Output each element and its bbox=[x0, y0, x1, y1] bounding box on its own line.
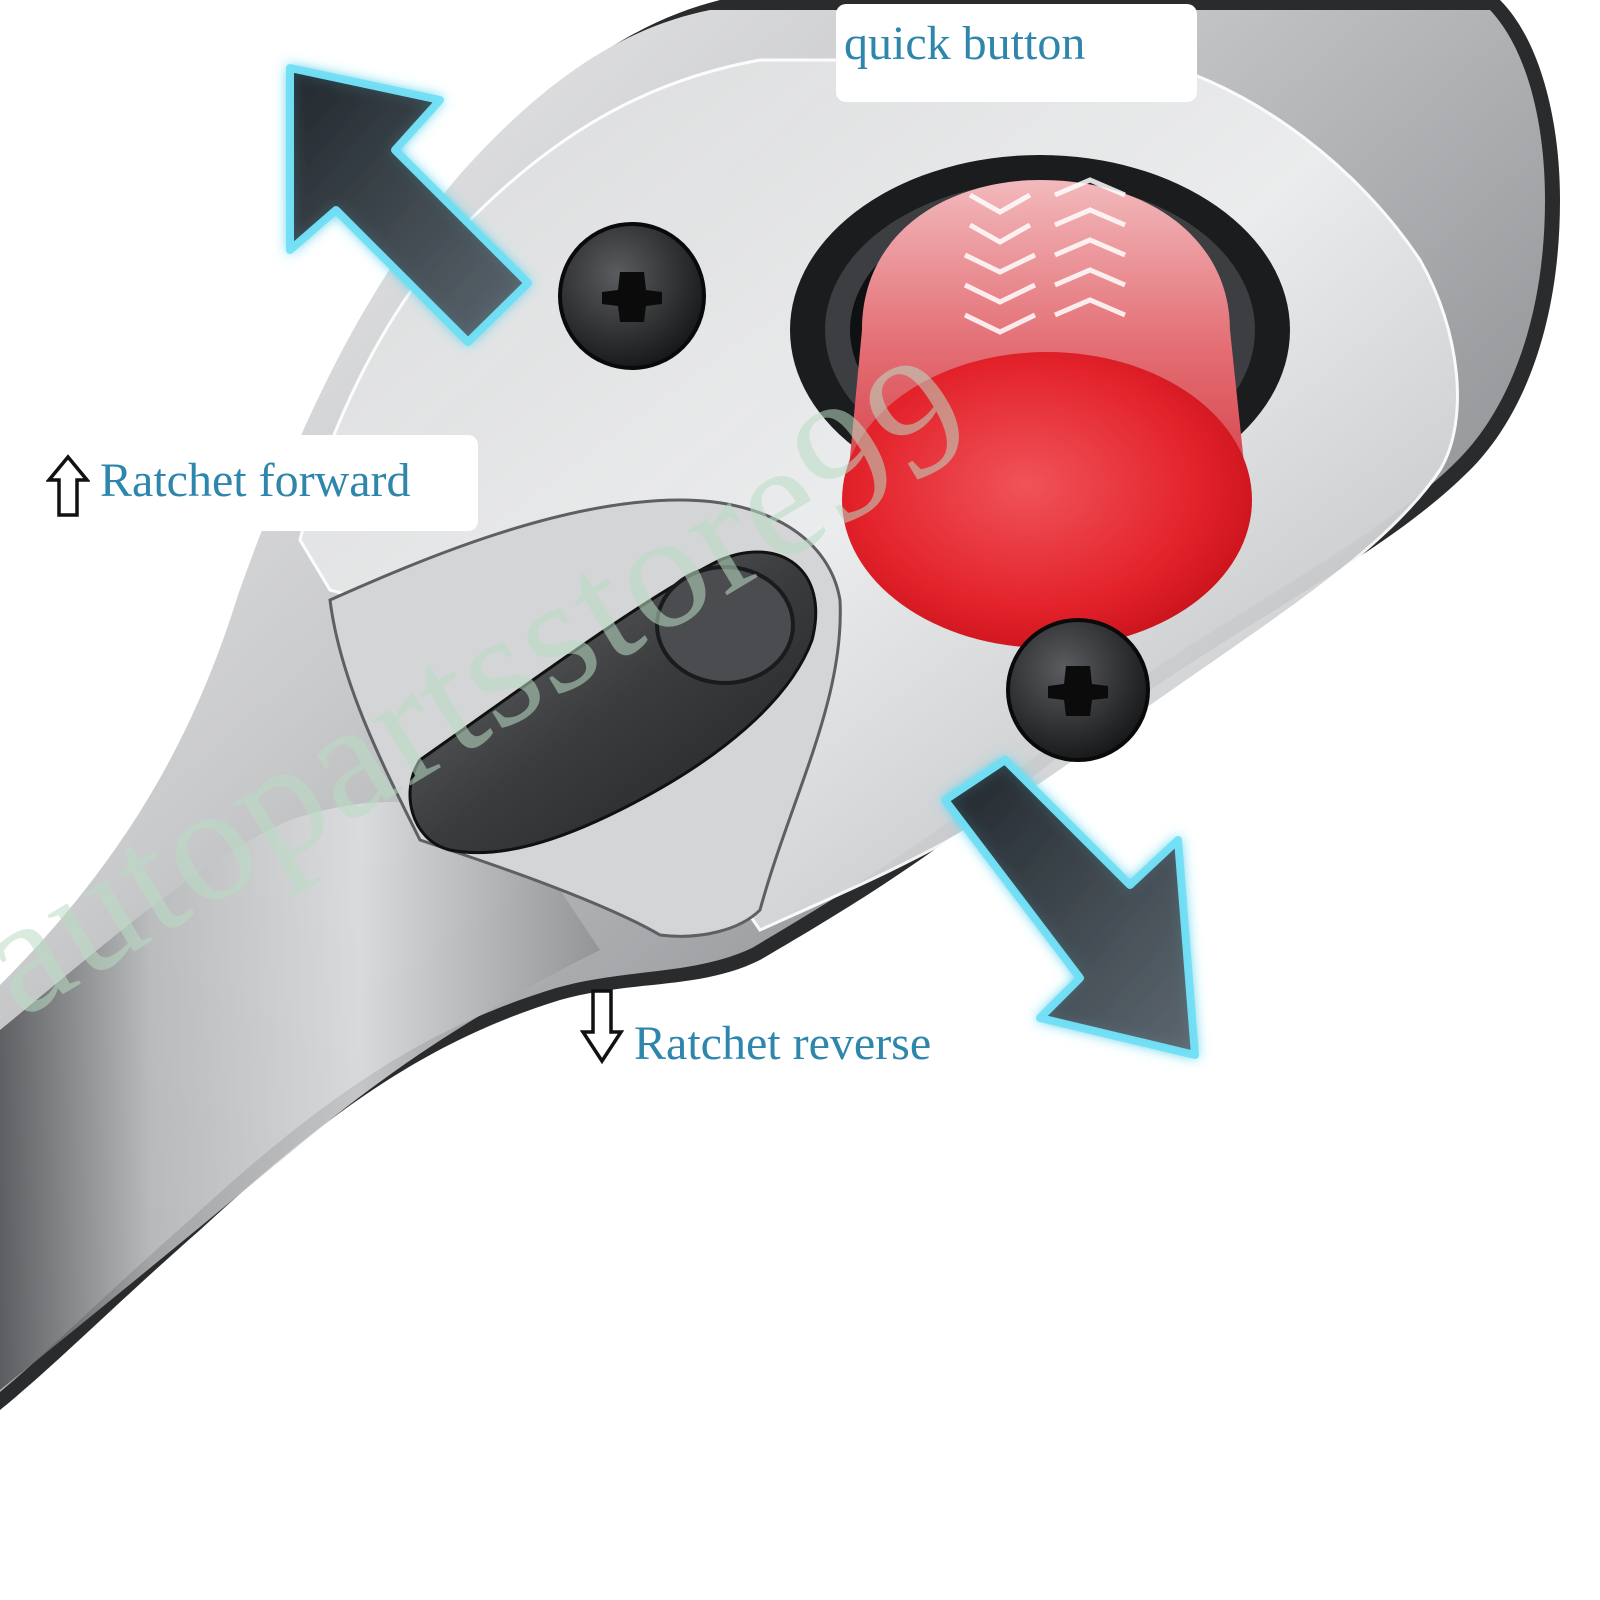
ratchet-forward-label: Ratchet forward bbox=[92, 435, 478, 531]
quick-button-label: quick button bbox=[836, 4, 1197, 102]
hollow-down-arrow-icon bbox=[580, 989, 624, 1064]
chevron-marks bbox=[963, 177, 1126, 335]
forward-rotation-arrow-icon bbox=[286, 64, 532, 346]
wrench-handle bbox=[0, 801, 600, 1390]
quick-release-button-side bbox=[845, 180, 1250, 520]
ratchet-reverse-label-text: Ratchet reverse bbox=[634, 1017, 932, 1070]
lever-pivot bbox=[655, 565, 795, 685]
hollow-up-arrow-icon bbox=[46, 454, 90, 517]
ratchet-reverse-label: Ratchet reverse bbox=[628, 1014, 938, 1074]
reverse-rotation-arrow-icon bbox=[941, 756, 1199, 1059]
quick-button-label-text: quick button bbox=[844, 17, 1086, 70]
screw-lower bbox=[1006, 618, 1150, 762]
quick-release-button bbox=[842, 352, 1252, 648]
ratchet-forward-label-text: Ratchet forward bbox=[100, 454, 411, 507]
screw-upper bbox=[558, 222, 706, 370]
